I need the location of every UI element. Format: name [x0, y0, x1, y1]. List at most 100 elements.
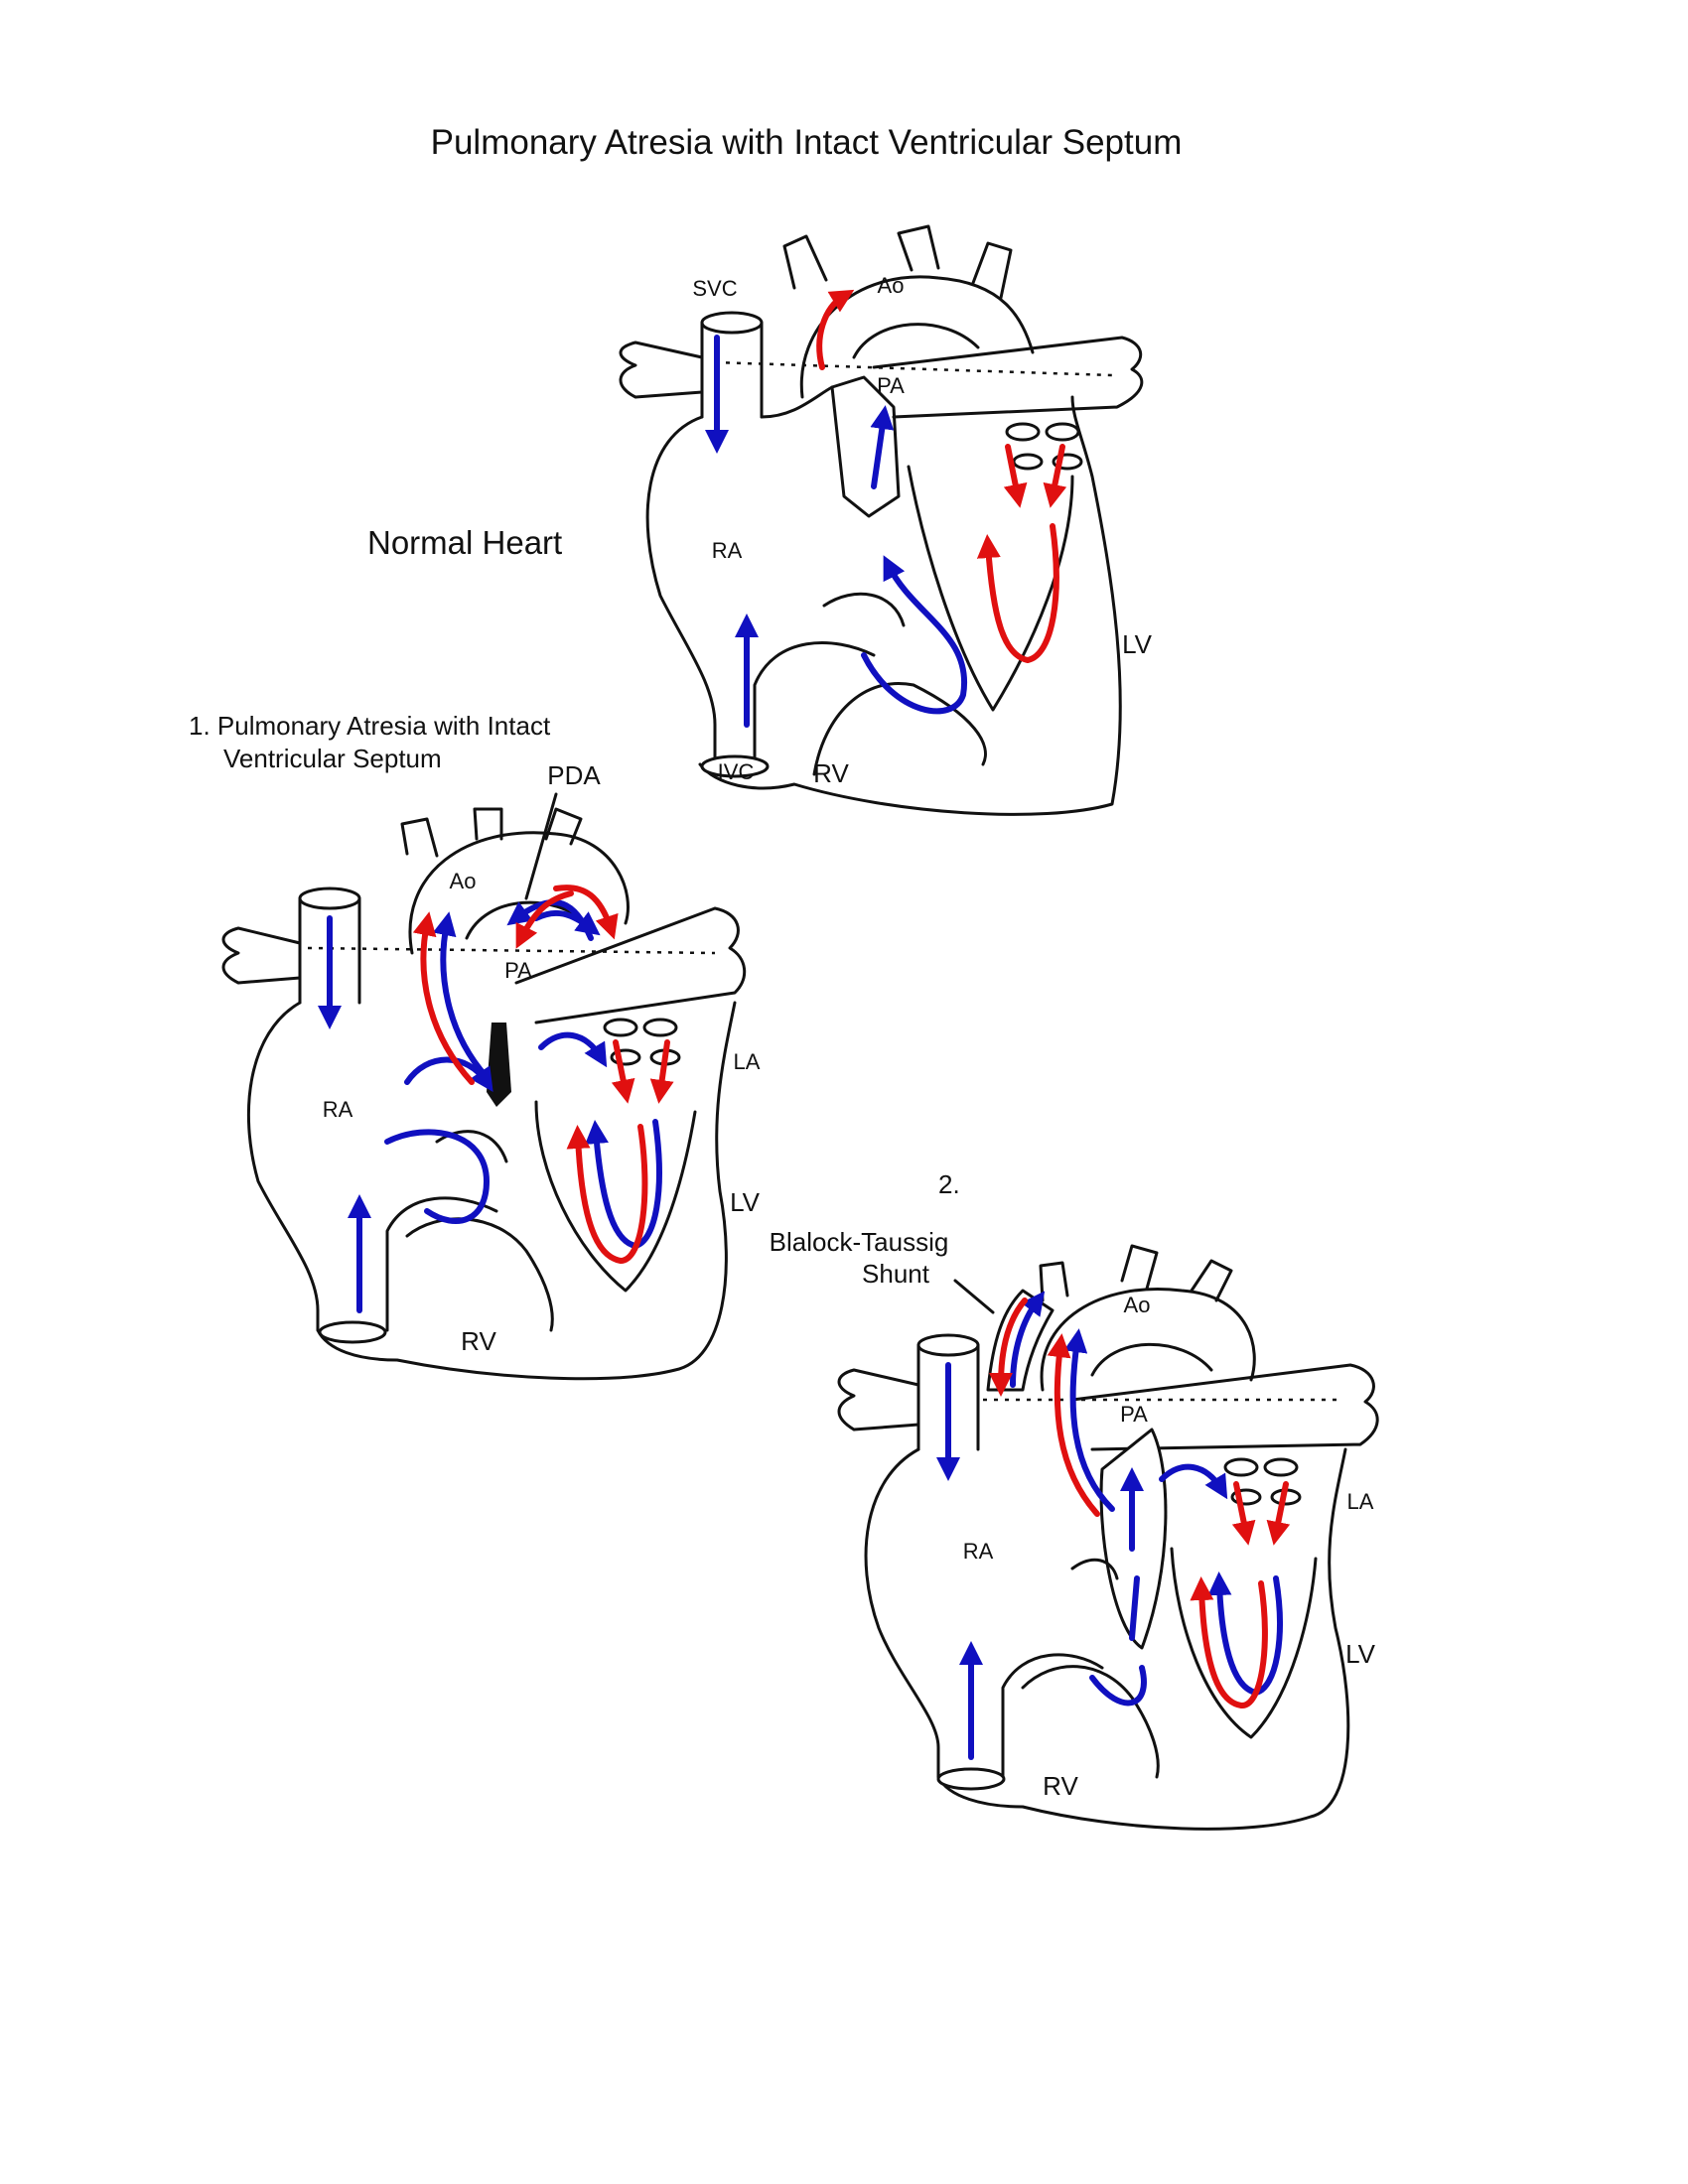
tricuspid-leaflets [1021, 1558, 1160, 1779]
shunt-flow-arrow [989, 1297, 1028, 1397]
pa-dotted-line [714, 360, 1113, 377]
interventricular-septum [534, 1100, 697, 1293]
svc-walls [700, 321, 764, 419]
svc-walls [298, 896, 361, 1005]
rv-to-pa-arrow [1089, 1479, 1144, 1706]
left-pulmonary-artery [514, 906, 746, 1024]
pa-dotted-line [307, 946, 716, 955]
label-la: LA [734, 1049, 761, 1074]
left-pulmonary-artery [872, 336, 1144, 419]
label-lv: LV [730, 1187, 761, 1217]
page-title: Pulmonary Atresia with Intact Ventricula… [431, 123, 1183, 162]
svc-vessel [700, 311, 764, 335]
label-ra: RA [963, 1539, 994, 1564]
lv-flow-arrow [1207, 1571, 1283, 1696]
label-ao: Ao [450, 869, 477, 893]
atretic-pulmonary-valve [487, 1023, 511, 1107]
mitral-valve [1012, 453, 1044, 471]
bt-shunt-diagram: 2. Blalock-Taussig Shunt [770, 1169, 1379, 1831]
aortic-branches [400, 807, 583, 858]
asd-flow-arrow [384, 1056, 487, 1224]
pulmonary-trunk [830, 375, 901, 518]
label-ao: Ao [1124, 1293, 1151, 1317]
shunt-label-line2: Shunt [862, 1259, 930, 1289]
mitral-valve [1005, 422, 1041, 442]
label-pa: PA [504, 958, 532, 983]
label-ivc: IVC [718, 759, 755, 784]
label-svc: SVC [692, 276, 737, 301]
mitral-valve [642, 1018, 678, 1037]
pda-flow-arrow [515, 890, 574, 949]
label-lv: LV [1122, 629, 1153, 659]
pulmonary-vein-flow-arrow [1003, 444, 1028, 508]
label-rv: RV [1043, 1771, 1078, 1801]
label-ra: RA [323, 1097, 353, 1122]
svc-walls [916, 1343, 980, 1451]
pulmonary-vein-flow-arrow [611, 1039, 635, 1104]
right-pulmonary-artery [221, 926, 302, 985]
mitral-valve [1045, 422, 1080, 442]
aorta-outline [799, 275, 1035, 399]
label-pa: PA [1120, 1402, 1148, 1427]
pulmonary-vein-flow-arrow [1266, 1481, 1291, 1546]
normal-heart-diagram: Normal Heart SVC Ao [367, 224, 1153, 816]
aortic-flow-arrow [1047, 1333, 1100, 1517]
label-lv: LV [1345, 1639, 1376, 1669]
label-rv: RV [813, 758, 849, 788]
label-la: LA [1347, 1489, 1374, 1514]
lv-flow-arrow [585, 1119, 662, 1249]
pda-pointer-line [524, 792, 558, 900]
aortic-branches [1039, 1244, 1233, 1302]
right-pulmonary-artery [619, 341, 704, 399]
ivc-vessel [318, 1320, 387, 1344]
lv-flow-arrow [1190, 1576, 1268, 1708]
ivc-vessel [700, 754, 770, 778]
heart-body-outline [864, 1447, 1350, 1831]
mitral-valve [610, 1048, 641, 1066]
normal-heart-caption: Normal Heart [367, 524, 562, 561]
lv-flow-arrow [566, 1124, 648, 1264]
mitral-valve [1230, 1488, 1262, 1506]
aortic-flow-arrow [1063, 1328, 1115, 1512]
pulmonary-vein-flow-arrow [1043, 444, 1067, 508]
svc-vessel [298, 887, 361, 910]
heart-body-outline [645, 385, 1122, 816]
mitral-valve [1223, 1457, 1259, 1477]
aortic-mixed-flow-arrow [432, 911, 490, 1080]
la-flow-arrow [538, 1031, 608, 1068]
mitral-valve [1052, 453, 1083, 471]
tricuspid-leaflets [812, 592, 987, 776]
label-rv: RV [461, 1326, 496, 1356]
pulmonary-vein-flow-arrow [649, 1039, 674, 1104]
left-pulmonary-artery [1070, 1363, 1379, 1451]
lv-flow-arrow [976, 523, 1059, 663]
ivc-vessel [936, 1767, 1006, 1791]
fig1-caption-line1: 1. Pulmonary Atresia with Intact [189, 711, 551, 741]
svc-vessel [916, 1333, 980, 1357]
mitral-valve [603, 1018, 638, 1037]
right-pulmonary-artery [837, 1368, 920, 1432]
shunt-label-line1: Blalock-Taussig [770, 1227, 949, 1257]
pda-flow-arrow [533, 909, 601, 936]
shunt-pointer-line [953, 1279, 995, 1314]
pda-flow-arrow [553, 885, 619, 940]
pa-flow-arrow [870, 405, 895, 489]
aortic-flow-arrow [816, 289, 855, 370]
la-flow-arrow [1159, 1463, 1228, 1500]
fig1-caption-line2: Ventricular Septum [223, 744, 442, 773]
mitral-valve [1263, 1457, 1299, 1477]
fig2-caption: 2. [938, 1169, 960, 1199]
aortic-branches [782, 224, 1013, 300]
label-pda: PDA [547, 760, 601, 790]
pa-ivs-diagram: 1. Pulmonary Atresia with Intact Ventric… [189, 711, 761, 1381]
pulmonary-vein-flow-arrow [1231, 1481, 1256, 1546]
interventricular-septum [907, 465, 1074, 712]
rv-to-pa-arrow [861, 555, 968, 715]
label-pa: PA [877, 373, 905, 398]
aortic-mixed-flow-arrow [412, 911, 475, 1085]
shunt-flow-arrow [1010, 1291, 1046, 1388]
label-ra: RA [712, 538, 743, 563]
label-ao: Ao [878, 273, 905, 298]
interventricular-septum [1170, 1547, 1318, 1739]
